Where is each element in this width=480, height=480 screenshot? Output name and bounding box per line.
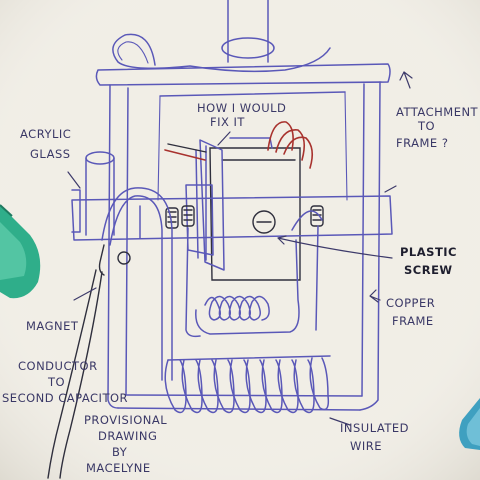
magnet-label: MAGNET	[26, 319, 79, 333]
bottom-coil	[164, 355, 331, 414]
copper-line2: FRAME	[392, 314, 434, 328]
copper-line1: COPPER	[386, 296, 435, 310]
acrylic-line2: GLASS	[30, 147, 71, 161]
conductor-line2: TO	[47, 375, 65, 389]
provisional-line4: MACELYNE	[86, 461, 151, 475]
clamp-bar	[71, 195, 393, 241]
top-rod	[221, 0, 275, 63]
inner-coil	[195, 239, 300, 335]
conductor-line3: SECOND CAPACITOR	[2, 391, 128, 405]
provisional-line3: BY	[112, 445, 128, 459]
insulated-line2: WIRE	[350, 439, 382, 453]
magnet	[47, 244, 131, 479]
green-marker	[0, 204, 41, 299]
attachment-line2: TO	[417, 119, 435, 133]
copper-frame	[95, 63, 391, 411]
provisional-line1: PROVISIONAL	[84, 413, 167, 427]
attachment-line1: ATTACHMENT	[396, 105, 479, 119]
insulated-line1: INSULATED	[340, 421, 409, 435]
insulated-wire	[101, 187, 323, 381]
how-fix-line2: FIX IT	[210, 115, 245, 129]
how-fix-line1: HOW I WOULD	[197, 101, 286, 115]
provisional-line2: DRAWING	[98, 429, 157, 443]
acrylic-glass-tube	[71, 151, 115, 236]
label-arrows	[67, 71, 413, 426]
plastic-line2: SCREW	[404, 263, 453, 277]
acrylic-line1: ACRYLIC	[20, 127, 71, 141]
plastic-screw-head	[252, 210, 276, 234]
plastic-line1: PLASTIC	[400, 245, 457, 259]
conductor-line1: CONDUCTOR	[18, 359, 98, 373]
attachment-line3: FRAME ?	[396, 136, 448, 150]
top-wire-loop-inner	[117, 41, 149, 64]
red-fix-loops	[164, 121, 314, 169]
blue-marker	[459, 398, 480, 450]
